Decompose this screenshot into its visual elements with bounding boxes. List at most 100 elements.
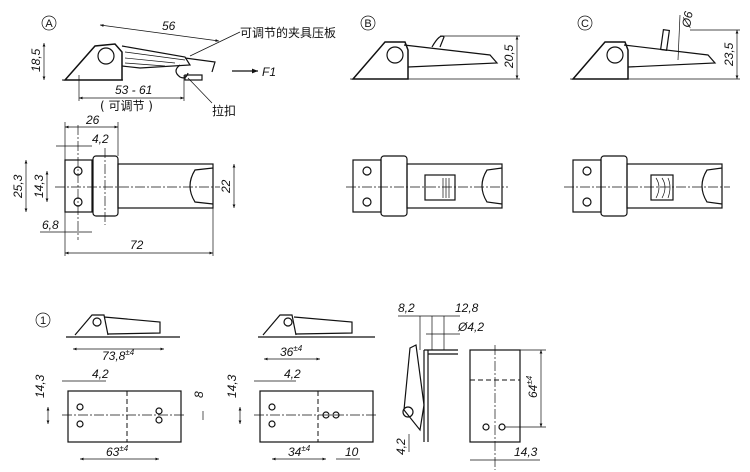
install-view-1: 1 73,8±4 14,3 4,2 8 63±4 bbox=[33, 312, 206, 461]
latch-side bbox=[403, 344, 425, 432]
clamp-plate bbox=[184, 57, 216, 73]
mount-hole bbox=[76, 420, 84, 428]
base-plate bbox=[352, 159, 382, 213]
dim-4-2: 4,2 bbox=[92, 132, 109, 146]
spring-coils bbox=[655, 177, 671, 199]
pivot-circle bbox=[606, 46, 624, 64]
spring-box bbox=[650, 174, 674, 201]
dim-20-5: 20,5 bbox=[502, 44, 516, 69]
dim-12-8: 12,8 bbox=[455, 301, 479, 315]
mount-hole bbox=[268, 403, 276, 411]
base-plate bbox=[64, 159, 93, 213]
dim-8-2: 8,2 bbox=[398, 301, 415, 315]
lever-tip bbox=[189, 167, 214, 205]
hook-loop bbox=[175, 64, 189, 79]
dim-56: 56 bbox=[162, 19, 176, 33]
mount-hole bbox=[362, 166, 372, 176]
lever bbox=[103, 316, 161, 335]
hook-tab bbox=[184, 74, 203, 81]
dim-14-3: 14,3 bbox=[32, 174, 46, 198]
top-view-a: 26 4,2 25,3 14,3 22 6,8 72 bbox=[11, 113, 236, 256]
mount-hole bbox=[362, 197, 372, 207]
mount-hole bbox=[498, 423, 506, 431]
mount-hole bbox=[155, 416, 163, 424]
mount-hole bbox=[482, 423, 490, 431]
top-view-c bbox=[564, 155, 730, 217]
dim-8: 8 bbox=[192, 391, 206, 398]
dim-26: 26 bbox=[85, 113, 100, 127]
mount-plate bbox=[67, 390, 182, 443]
lever bbox=[293, 316, 353, 335]
view-a-tag: A bbox=[45, 18, 53, 30]
pivot-circle bbox=[283, 317, 293, 327]
adjust-note: ( 可调节 ) bbox=[100, 99, 153, 113]
callout-leader bbox=[189, 31, 241, 57]
dim-25-3: 25,3 bbox=[11, 174, 25, 199]
pivot-circle bbox=[92, 317, 102, 327]
mount-plate bbox=[259, 390, 374, 443]
dim-14-3-b: 14,3 bbox=[225, 374, 239, 398]
pivot-circle bbox=[97, 47, 115, 65]
callout-clamp-plate: 可调节的夹具压板 bbox=[240, 25, 336, 40]
mount-hole bbox=[332, 411, 340, 419]
spring-coils bbox=[442, 178, 450, 198]
callout-hook: 拉扣 bbox=[212, 103, 236, 118]
dim-hole-4-2: Ø4,2 bbox=[457, 320, 484, 334]
lever bbox=[403, 44, 499, 68]
dim-4-2-a: 4,2 bbox=[92, 367, 109, 381]
dim-73-8: 73,8±4 bbox=[102, 348, 135, 363]
dim-23-5: 23,5 bbox=[722, 42, 736, 67]
mount-hole bbox=[268, 420, 276, 428]
top-view-b bbox=[346, 155, 508, 217]
view-b-tag-circle bbox=[360, 15, 376, 31]
view-c-side: C Ø6 23,5 bbox=[570, 10, 740, 80]
view-b-tag: B bbox=[364, 18, 371, 30]
install-view-2: 36±4 14,3 4,2 34±4 10 bbox=[225, 314, 378, 461]
dim-18-5: 18,5 bbox=[29, 48, 43, 72]
spring-lines bbox=[124, 51, 186, 67]
latch-base bbox=[571, 41, 629, 80]
mount-hole bbox=[582, 166, 592, 176]
dim-63: 63±4 bbox=[106, 444, 129, 459]
force-label: F1 bbox=[262, 65, 276, 79]
pivot-circle bbox=[402, 406, 414, 418]
lever-body bbox=[117, 163, 214, 209]
mount-hole bbox=[155, 407, 163, 415]
dim-64: 64±4 bbox=[525, 375, 540, 398]
view-b-side: B 20,5 bbox=[350, 15, 520, 80]
mount-hole bbox=[76, 403, 84, 411]
install-view-3: 8,2 12,8 Ø4,2 4,2 64±4 14,3 bbox=[394, 301, 546, 470]
mount-hole bbox=[582, 197, 592, 207]
hook-leader bbox=[187, 77, 213, 104]
hinge-knuckle bbox=[380, 155, 408, 217]
latch-base bbox=[262, 314, 297, 336]
spring-box bbox=[424, 174, 456, 201]
lever-tip bbox=[701, 167, 723, 205]
dia-line bbox=[677, 14, 681, 61]
dim-53-61: 53 - 61 bbox=[115, 83, 152, 97]
dim-4-2-b: 4,2 bbox=[284, 367, 301, 381]
base-plate bbox=[572, 159, 602, 213]
lever bbox=[623, 44, 717, 68]
view-a-side: A 56 18,5 53 - 61 ( 可调节 ) 可调节的夹具压板 F1 拉扣 bbox=[29, 15, 336, 118]
latch-base bbox=[74, 314, 109, 336]
dim-36: 36±4 bbox=[280, 344, 303, 359]
hinge-knuckle bbox=[600, 155, 628, 217]
view-a-tag-circle bbox=[41, 15, 57, 31]
dim-dia-6: Ø6 bbox=[679, 10, 696, 30]
dim-14-3-c: 14,3 bbox=[514, 445, 538, 459]
lever-tip bbox=[481, 167, 503, 205]
latch-base bbox=[351, 41, 409, 80]
dim-14-3-a: 14,3 bbox=[33, 374, 47, 398]
dim-10: 10 bbox=[345, 445, 359, 459]
lever-arm bbox=[121, 45, 192, 69]
view-c-tag-circle bbox=[577, 15, 593, 31]
view-c-tag: C bbox=[581, 18, 589, 30]
angle-bracket bbox=[423, 349, 458, 442]
dim-22: 22 bbox=[219, 179, 233, 194]
latch-base bbox=[63, 43, 123, 81]
dim-34: 34±4 bbox=[288, 444, 311, 459]
view-1-tag-circle bbox=[35, 312, 51, 328]
dim-72: 72 bbox=[130, 238, 144, 252]
